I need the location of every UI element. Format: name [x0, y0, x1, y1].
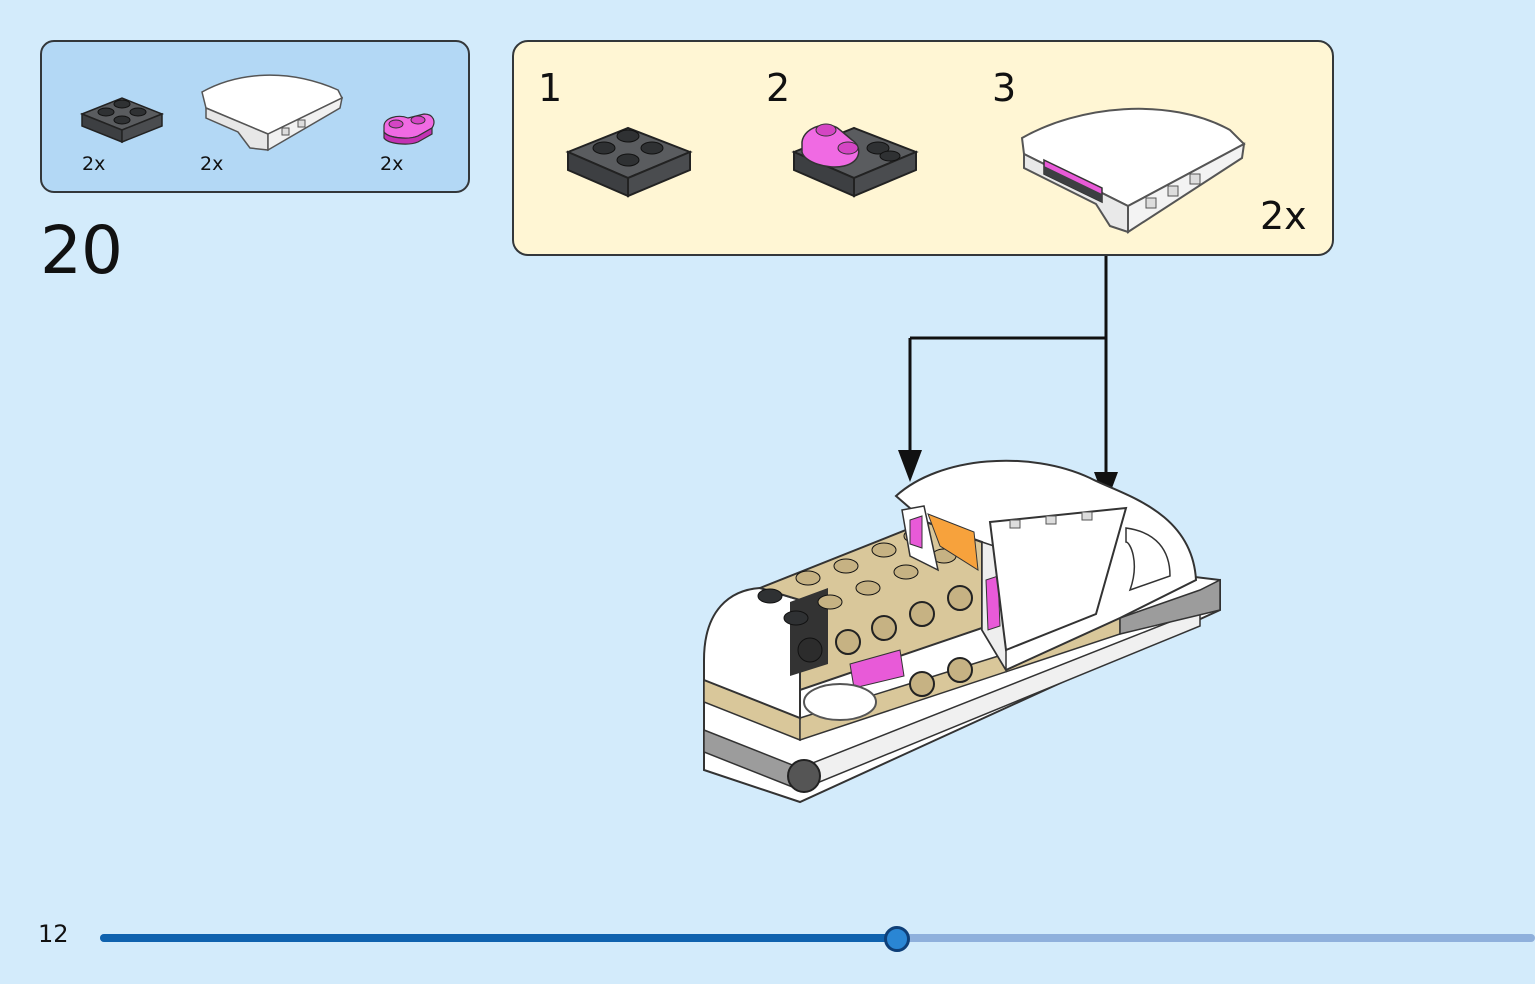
placement-arrows: [898, 256, 1118, 504]
sub-step-number: 2: [766, 66, 791, 110]
white-curved-slope-icon: [201, 74, 344, 152]
dark-gray-plate-2x2-icon: [79, 97, 165, 144]
part-quantity: 2x: [200, 153, 224, 175]
sub-assembly-panel: 1 2 3 2x: [512, 40, 1334, 256]
magenta-plate-1x2-icon: [383, 113, 435, 145]
part-quantity: 2x: [380, 153, 404, 175]
sub-assembly-multiplier: 2x: [1260, 194, 1307, 238]
model-illustration: [703, 459, 1221, 804]
progress-bar: [100, 926, 1535, 952]
wheel-icon: [787, 759, 821, 793]
page-number: 12: [38, 920, 69, 948]
progress-bar-fill: [100, 934, 897, 942]
white-curved-slope-icon: [1020, 107, 1246, 234]
magenta-on-gray-plate-icon: [791, 123, 919, 198]
parts-list-panel: 2x 2x 2x: [40, 40, 470, 193]
dark-gray-plate-2x2-icon: [565, 126, 693, 198]
sub-step-number: 1: [538, 66, 563, 110]
part-quantity: 2x: [82, 153, 106, 175]
progress-indicator: [884, 926, 911, 952]
arrow-head-icon: [898, 450, 922, 482]
sub-step-number: 3: [992, 66, 1017, 110]
step-number: 20: [40, 212, 123, 289]
